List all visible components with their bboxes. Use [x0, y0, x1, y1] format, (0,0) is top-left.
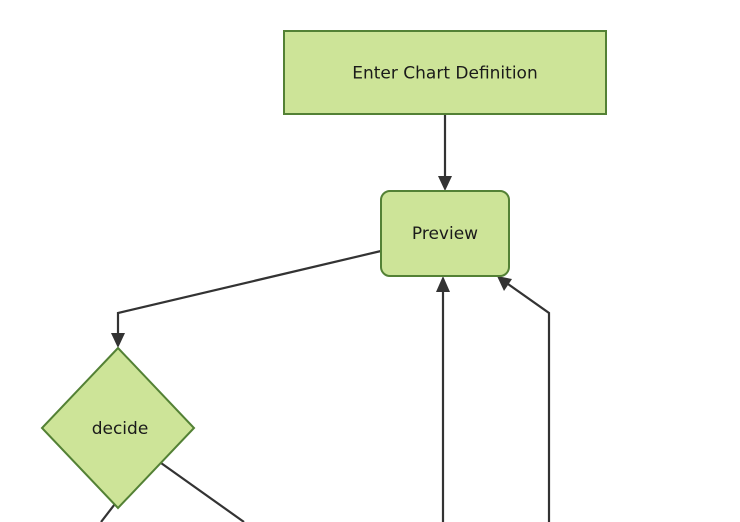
edge-return-right-to-preview-line: [507, 283, 551, 522]
node-decide-shape[interactable]: [40, 346, 196, 510]
node-preview[interactable]: Preview: [380, 190, 510, 277]
edge-return-center-to-preview-arrowhead: [436, 276, 450, 292]
node-preview-shape[interactable]: [380, 190, 510, 277]
edge-enter-to-preview-arrowhead: [438, 176, 452, 191]
edge-layer: [100, 114, 551, 522]
edge-return-right-to-preview: [497, 276, 551, 522]
node-enter-chart-definition-shape[interactable]: [283, 30, 607, 115]
node-decide[interactable]: decide: [40, 346, 196, 510]
edge-enter-to-preview: [438, 114, 452, 191]
edge-preview-to-decide: [111, 249, 382, 348]
node-layer: Enter Chart Definition Preview decide: [40, 30, 607, 510]
edge-decide-right-out: [160, 462, 245, 522]
node-enter-chart-definition[interactable]: Enter Chart Definition: [283, 30, 607, 115]
edge-return-center-to-preview: [436, 276, 450, 522]
edge-decide-right-out-line: [160, 462, 245, 522]
edge-preview-to-decide-arrowhead: [111, 333, 125, 348]
edge-return-right-to-preview-arrowhead: [497, 276, 512, 291]
edge-preview-to-decide-line: [116, 249, 382, 339]
